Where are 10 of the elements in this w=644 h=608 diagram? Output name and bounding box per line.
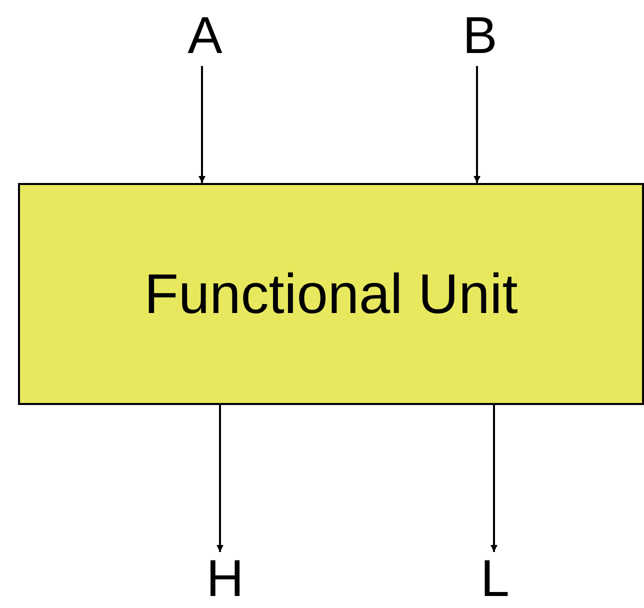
signal-label: A [188, 6, 222, 68]
arrow [490, 405, 498, 552]
arrow [216, 405, 224, 552]
arrow [198, 66, 206, 183]
arrow [474, 66, 480, 183]
signal-label: B [462, 6, 498, 68]
process-box [18, 183, 644, 405]
signal-label: H [206, 549, 244, 608]
signal-label: L [480, 549, 510, 608]
box-label: Functional Unit [144, 260, 518, 327]
